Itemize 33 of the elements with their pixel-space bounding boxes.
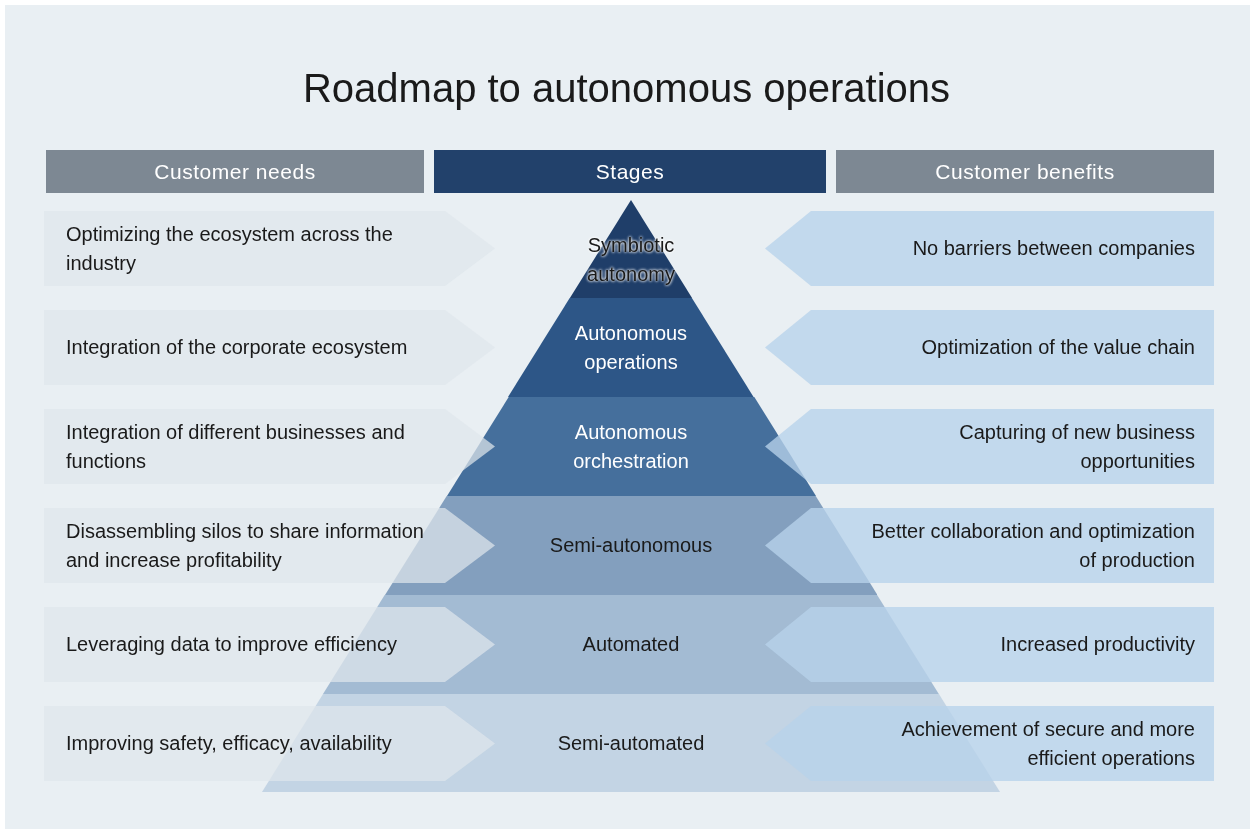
arrow-banner: [44, 508, 495, 583]
arrow-banner: [765, 409, 1214, 484]
stage-text: Autonomous operations: [573, 320, 689, 375]
benefit-text: Increased productivity: [1000, 632, 1195, 657]
arrow-banner: [765, 211, 1214, 286]
arrow-banner: [765, 607, 1214, 682]
need-text: Integration of the corporate ecosystem: [66, 335, 408, 360]
arrow-banner: [44, 706, 495, 781]
need-text: Optimizing the ecosystem across the industry: [66, 221, 394, 276]
stage-text: Semi-automated: [556, 730, 706, 756]
arrow-banner: [765, 706, 1214, 781]
need-text: Leveraging data to improve efficiency: [66, 632, 397, 657]
benefit-text: Capturing of new business opportunities: [958, 419, 1195, 474]
stage-text: Automated: [581, 632, 681, 657]
benefit-text: Optimization of the value chain: [921, 335, 1195, 360]
arrow-banner: [44, 409, 495, 484]
arrow-banner: [765, 310, 1214, 385]
benefit-text: Achievement of secure and more efficient operations: [900, 716, 1195, 771]
column-header: Customer benefits: [836, 150, 1214, 193]
arrow-banner: [44, 607, 495, 682]
pyramid-level: [508, 298, 754, 397]
column-header: Stages: [434, 150, 826, 193]
benefit-text: Better collaboration and optimization of production: [870, 518, 1195, 573]
column-header: Customer needs: [46, 150, 424, 193]
need-text: Disassembling silos to share information and increase profitability: [66, 518, 425, 573]
stage-text: Autonomous orchestration: [572, 419, 690, 474]
title: Roadmap to autonomous operations: [301, 65, 952, 112]
stage-text: Semi-autonomous: [548, 533, 714, 558]
arrow-banner: [765, 508, 1214, 583]
pyramid-level: [446, 397, 816, 496]
need-text: Improving safety, efficacy, availability: [66, 731, 392, 756]
benefit-text: No barriers between companies: [912, 236, 1195, 261]
need-text: Integration of different businesses and functions: [66, 419, 406, 474]
